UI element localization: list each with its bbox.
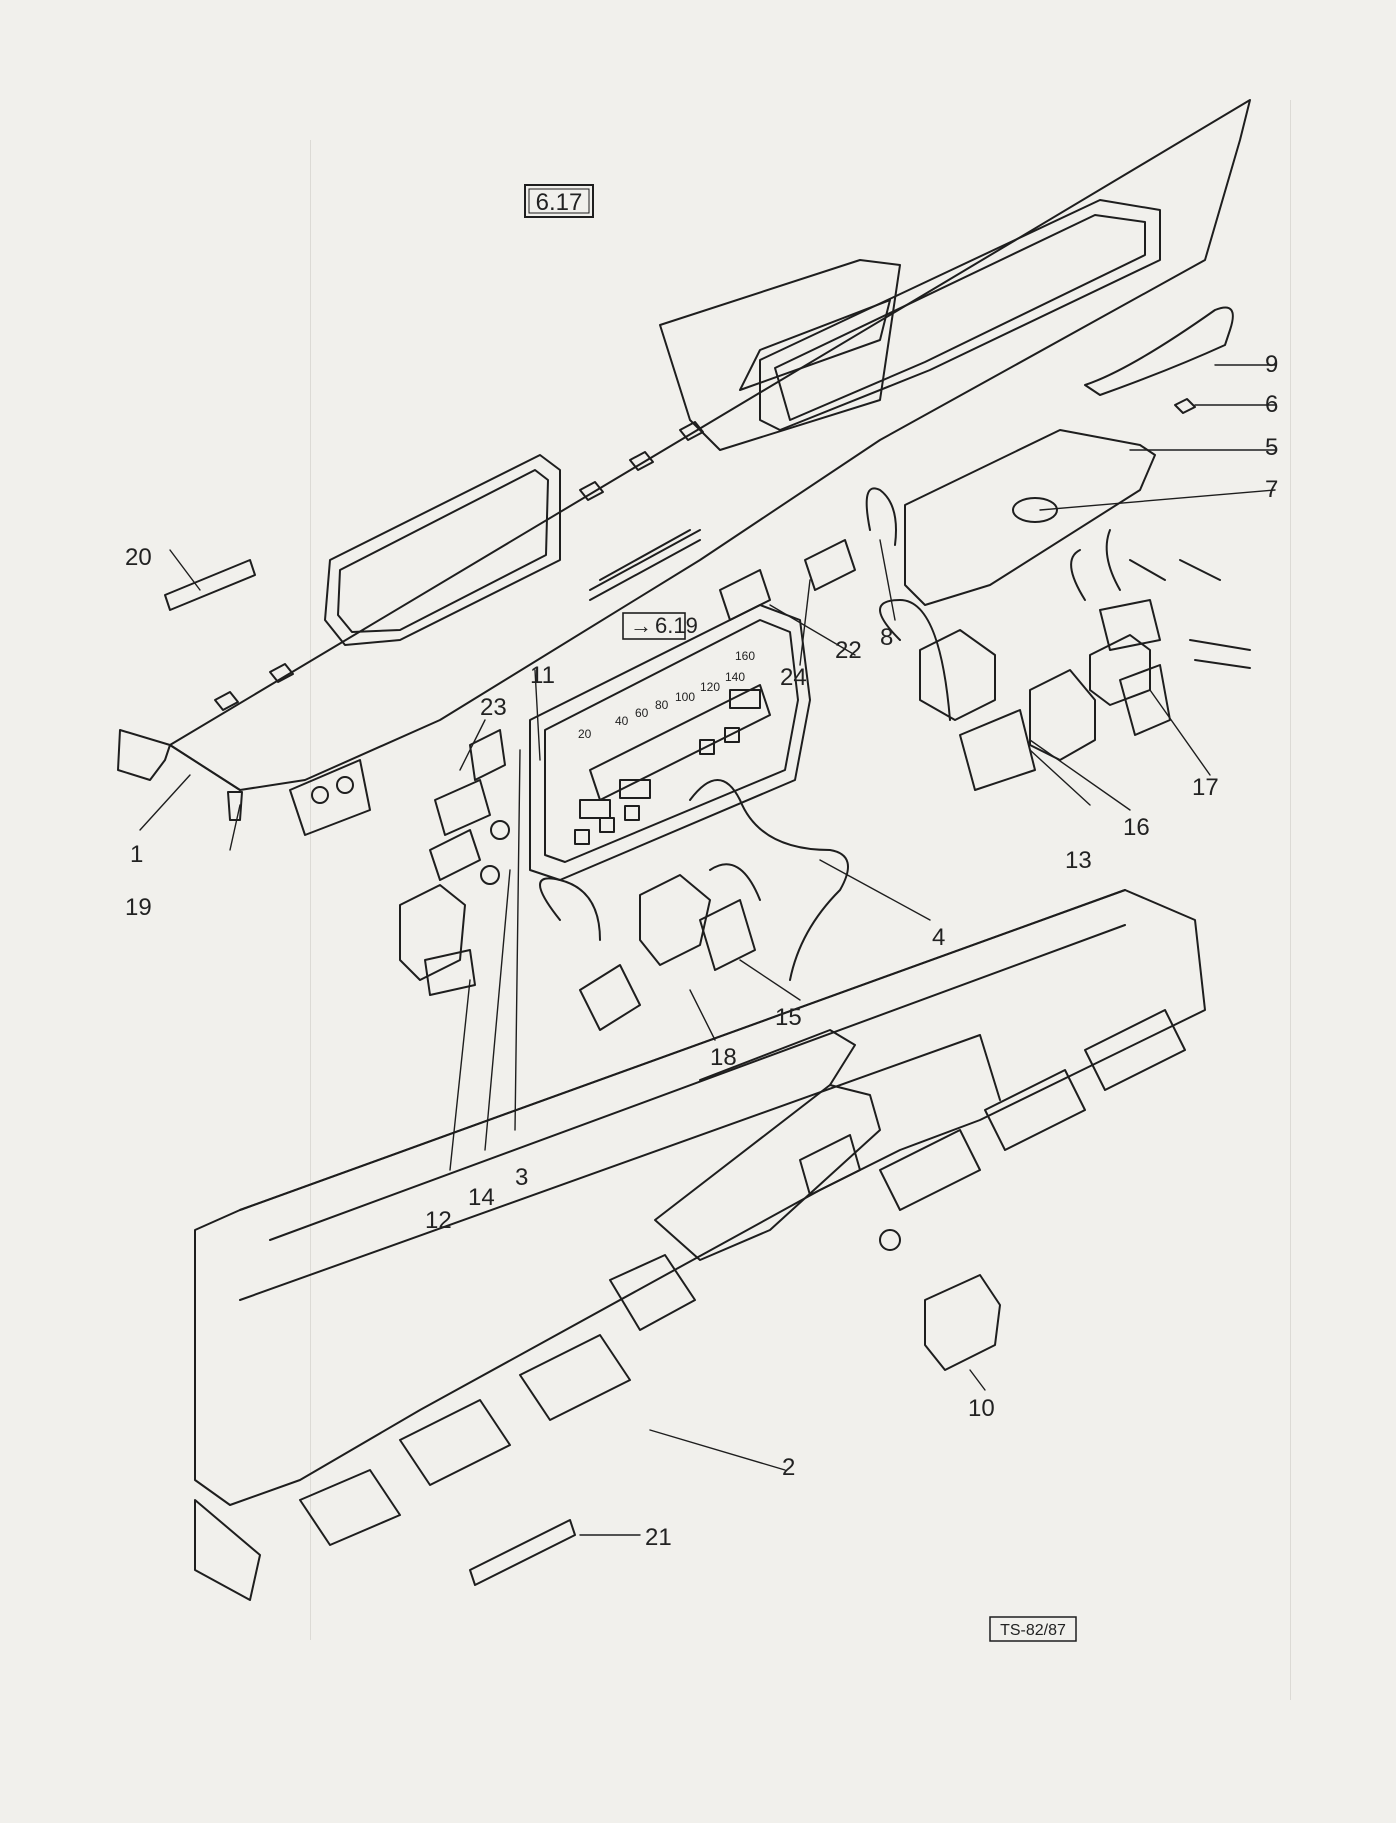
speedo-scale: 20 40 60 80 100 120 140 160 <box>578 649 755 741</box>
speedo-tick: 160 <box>735 649 755 663</box>
glovebox-lid <box>904 429 1156 606</box>
callout-20: 20 <box>125 544 152 571</box>
speedo-tick: 20 <box>578 727 592 741</box>
callout-21: 21 <box>645 1524 672 1551</box>
callout-17: 17 <box>1192 774 1219 801</box>
instrument-cluster <box>529 604 811 881</box>
leader-lines <box>139 364 1276 1536</box>
callout-3: 3 <box>515 1164 528 1191</box>
callout-19: 19 <box>125 894 152 921</box>
callout-2: 2 <box>782 1454 795 1481</box>
screw <box>227 791 243 821</box>
ashtray <box>924 1274 1001 1371</box>
switch-group <box>399 529 1251 1031</box>
callout-23: 23 <box>480 694 507 721</box>
speedo-tick: 80 <box>655 698 669 712</box>
callout-15: 15 <box>775 1004 802 1031</box>
callout-14: 14 <box>468 1184 495 1211</box>
cable <box>689 779 849 981</box>
callout-13: 13 <box>1065 847 1092 874</box>
callout-7: 7 <box>1265 476 1278 503</box>
upper-dashboard-panel <box>117 99 1251 836</box>
speedo-tick: 120 <box>700 680 720 694</box>
callout-8: 8 <box>880 624 893 651</box>
cluster-ref-label: 6.19 <box>655 613 698 638</box>
callout-9: 9 <box>1265 351 1278 378</box>
callout-1: 1 <box>130 841 143 868</box>
callout-24: 24 <box>780 664 807 691</box>
callout-18: 18 <box>710 1044 737 1071</box>
speedo-tick: 140 <box>725 670 745 684</box>
grab-handle <box>1084 306 1234 396</box>
clip <box>1174 398 1196 414</box>
trim-strip-upper <box>164 559 256 611</box>
callout-22: 22 <box>835 637 862 664</box>
callout-6: 6 <box>1265 391 1278 418</box>
drawing-code: TS-82/87 <box>1000 1622 1066 1639</box>
spring <box>865 487 897 546</box>
callout-labels: 1 2 3 4 5 6 7 8 9 10 11 12 13 14 15 16 1… <box>125 351 1278 1551</box>
trim-strip-lower <box>469 1519 576 1586</box>
speedo-tick: 40 <box>615 714 629 728</box>
callout-11: 11 <box>530 662 555 689</box>
figure-ref-label: 6.17 <box>536 189 583 216</box>
ghost-text-column <box>10 140 311 1640</box>
figure-ref-box: 6.17 <box>524 184 594 218</box>
ghost-text-column <box>1290 100 1381 1700</box>
callout-4: 4 <box>932 924 945 951</box>
callout-5: 5 <box>1265 434 1278 461</box>
speedo-tick: 100 <box>675 690 695 704</box>
drawing-code-box: TS-82/87 <box>989 1616 1077 1642</box>
lower-console <box>194 889 1206 1601</box>
svg-text:→: → <box>630 613 652 638</box>
cluster-ref-box: → 6.19 <box>622 612 698 640</box>
callout-12: 12 <box>425 1207 452 1234</box>
callout-10: 10 <box>968 1395 995 1422</box>
speedo-tick: 60 <box>635 706 649 720</box>
callout-16: 16 <box>1123 814 1150 841</box>
